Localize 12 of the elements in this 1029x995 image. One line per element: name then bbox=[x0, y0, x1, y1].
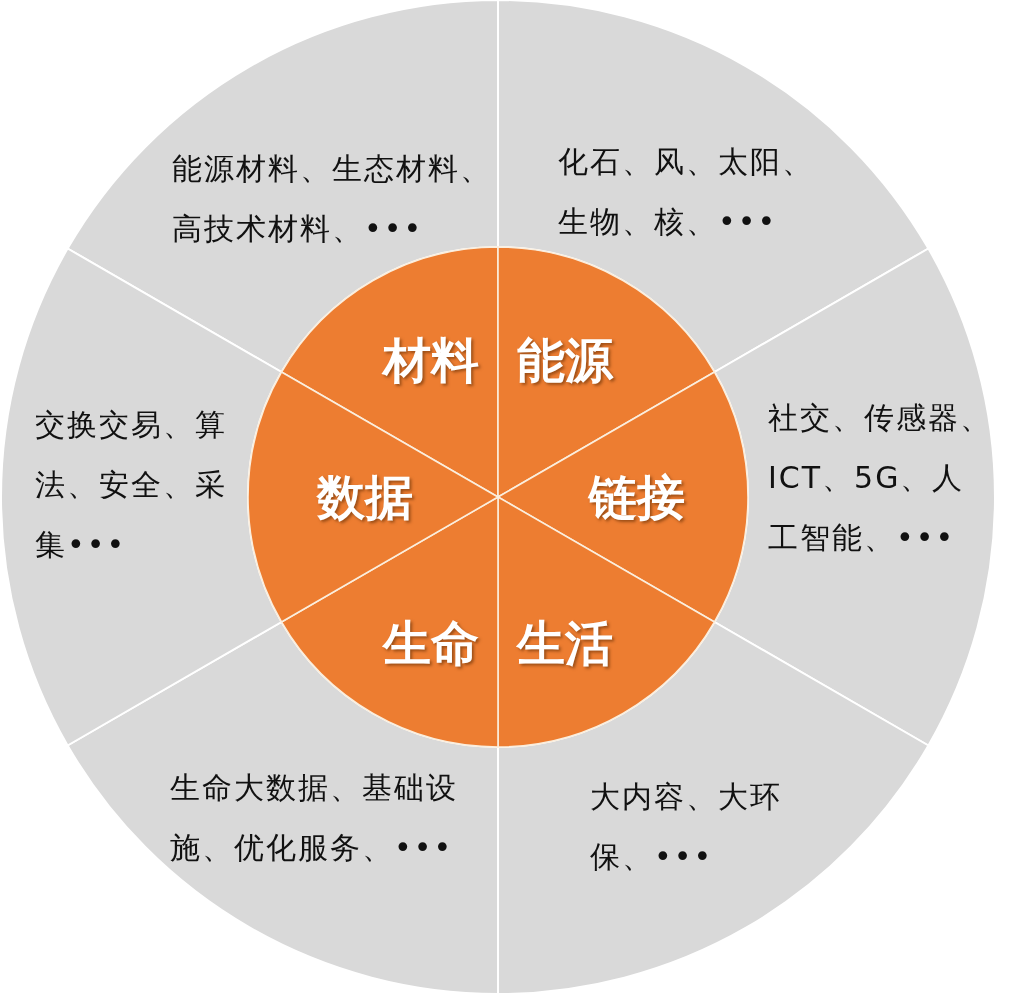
segment-text: 交换交易、算法、安全、采集••• bbox=[35, 406, 228, 564]
segment-text: 化石、风、太阳、生物、核、••• bbox=[558, 143, 815, 241]
sector-label: 链接 bbox=[589, 469, 685, 525]
sector-label: 数据 bbox=[317, 469, 413, 525]
sector-label: 生活 bbox=[517, 615, 613, 671]
segment-text: 能源材料、生态材料、高技术材料、••• bbox=[172, 150, 493, 248]
sector-label: 材料 bbox=[383, 332, 479, 388]
sector-label: 生命 bbox=[383, 615, 479, 671]
segment-text: 生命大数据、基础设施、优化服务、••• bbox=[170, 769, 459, 867]
segment-text: 大内容、大环保、••• bbox=[590, 778, 783, 876]
sector-label: 能源 bbox=[517, 332, 613, 388]
segment-text: 社交、传感器、ICT、5G、人工智能、••• bbox=[768, 399, 993, 557]
